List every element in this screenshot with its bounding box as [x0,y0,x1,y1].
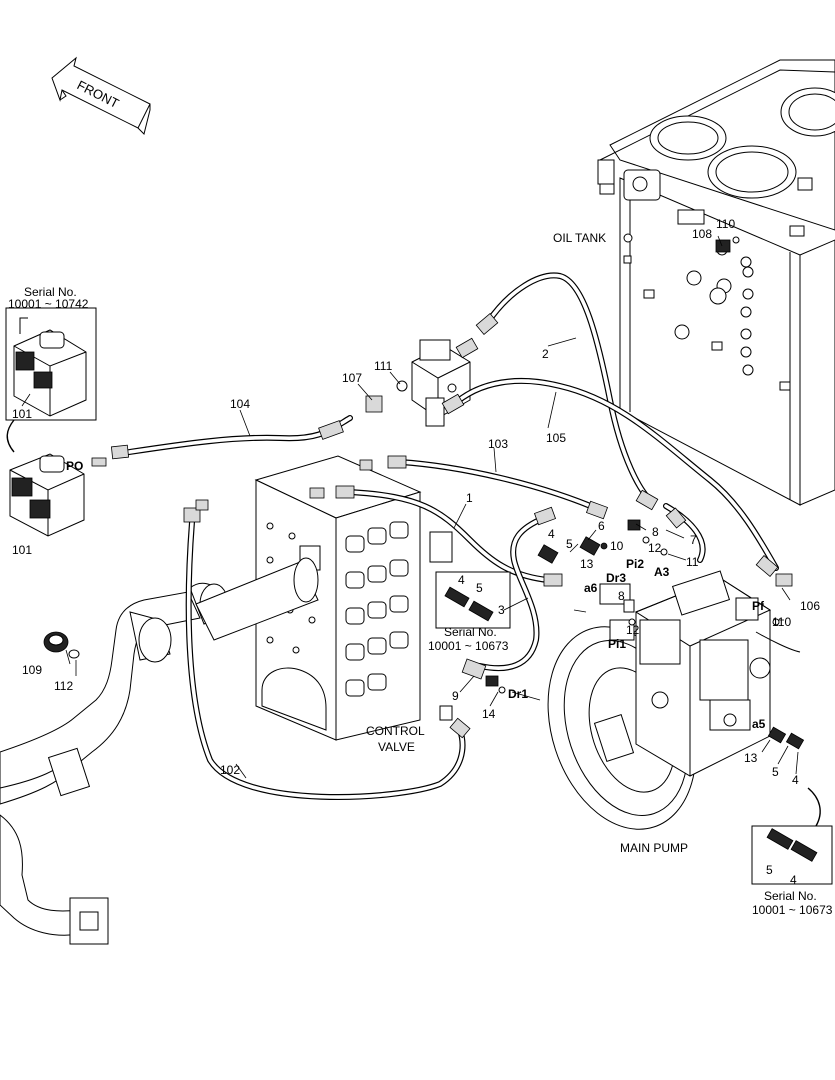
callout-14: 14 [482,707,496,721]
serial-a-line2: 10001 ~ 10742 [8,297,89,311]
pilot-valve-assembly [9,453,107,537]
callout-7: 7 [690,533,697,547]
main-pump: MAIN PUMP [547,570,772,855]
callout-4-c: 4 [792,773,799,787]
callout-106: 106 [800,599,820,613]
leader-lines [21,235,799,779]
main-pump-label: MAIN PUMP [620,841,688,855]
serial-c-line2: 10001 ~ 10673 [752,903,833,917]
pump-fittings [485,236,805,750]
control-valve-label-1: CONTROL [366,724,425,738]
callout-12-b: 12 [626,623,640,637]
callout-112: 112 [54,679,73,693]
callout-4-b: 4 [458,573,465,587]
oil-tank: OIL TANK [553,59,835,506]
valve-spool-sections [345,521,409,697]
callout-9: 9 [452,689,459,703]
callout-numbers: 101 101 104 107 111 2 105 103 1 108 110 … [12,217,820,887]
callout-10: 10 [610,539,624,553]
port-a6: a6 [584,581,598,595]
callout-1: 1 [466,491,473,505]
port-dr3: Dr3 [606,571,626,585]
callout-12-a: 12 [648,541,662,555]
oil-tank-label: OIL TANK [553,231,606,245]
serial-b-line1: Serial No. [444,625,497,639]
callout-109: 109 [22,663,42,677]
port-a5: a5 [752,717,766,731]
callout-5-c: 5 [772,765,779,779]
serial-c-line1: Serial No. [764,889,817,903]
callout-105: 105 [546,431,566,445]
callout-104: 104 [230,397,250,411]
inset-serial-10742: Serial No. 10001 ~ 10742 [5,285,97,453]
port-a3: A3 [654,565,670,579]
port-po: PO [66,459,83,473]
port-labels: PO Pi2 Pi1 Dr3 Dr1 A3 a6 a5 Pf [66,459,766,731]
callout-2: 2 [542,347,549,361]
callout-107: 107 [342,371,362,385]
callout-5-d: 5 [766,863,773,877]
inset-serial-10673-mid [435,571,511,629]
callout-5-a: 5 [566,537,573,551]
front-arrow: FRONT [51,56,151,135]
port-pi2: Pi2 [626,557,644,571]
serial-b-line2: 10001 ~ 10673 [428,639,509,653]
callout-110-b: 110 [772,615,791,629]
callout-8-a: 8 [652,525,659,539]
callout-102: 102 [220,763,240,777]
callout-8-b: 8 [618,589,625,603]
callout-6: 6 [598,519,605,533]
callout-101-a: 101 [12,407,32,421]
inset-serial-10673-bottom [751,787,833,885]
callout-110-a: 110 [716,217,735,231]
plug-109 [43,631,80,659]
callout-13-a: 13 [580,557,594,571]
serial-labels: Serial No. 10001 ~ 10673 Serial No. 1000… [428,625,833,917]
serial-a-line1: Serial No. [24,285,77,299]
callout-101-b: 101 [12,543,32,557]
callout-111: 111 [374,359,393,373]
port-pi1: Pi1 [608,637,626,651]
suction-pipe [0,582,229,945]
port-dr1: Dr1 [508,687,528,701]
callout-4-d: 4 [790,873,797,887]
callout-11: 11 [686,555,699,569]
callout-5-b: 5 [476,581,483,595]
control-valve-label-2: VALVE [378,740,415,754]
callout-3: 3 [498,603,505,617]
callout-13-b: 13 [744,751,758,765]
port-pf: Pf [752,599,765,613]
callout-103: 103 [488,437,508,451]
callout-4-a: 4 [548,527,555,541]
hose-fittings [110,313,793,739]
callout-108: 108 [692,227,712,241]
